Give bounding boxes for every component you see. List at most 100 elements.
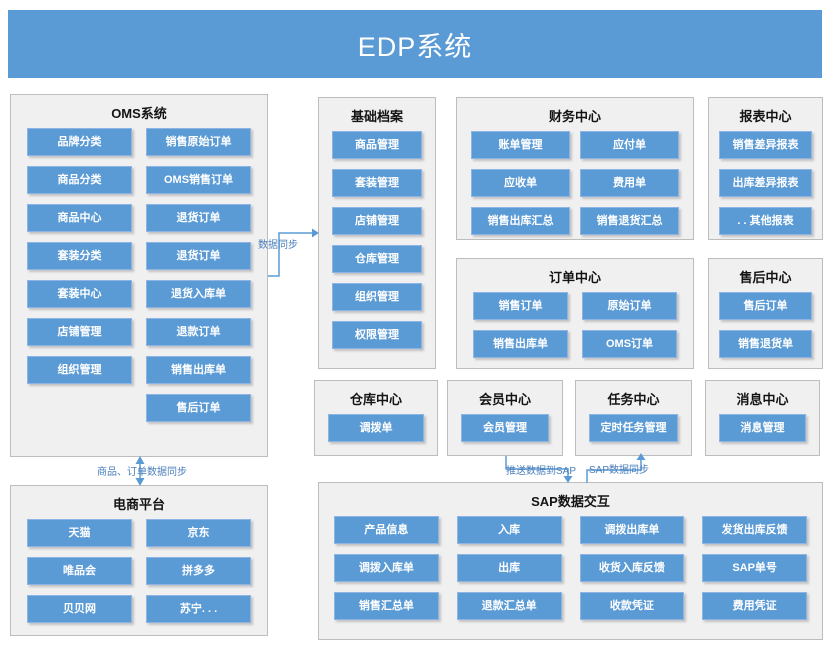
task-scheduled-task-mgmt-button[interactable]: 定时任务管理 bbox=[589, 414, 678, 442]
connector-label-push-to-sap: 推送数据到SAP bbox=[506, 466, 577, 477]
finance-receivable-button[interactable]: 应收单 bbox=[471, 169, 570, 197]
oms-sales-outbound-button[interactable]: 销售出库单 bbox=[146, 356, 251, 384]
finance-center-panel: 财务中心 账单管理 应收单 销售出库汇总 应付单 费用单 销售退货汇总 bbox=[456, 97, 694, 240]
message-mgmt-button[interactable]: 消息管理 bbox=[719, 414, 806, 442]
message-column: 消息管理 bbox=[719, 414, 806, 442]
basic-archives-panel: 基础档案 商品管理 套装管理 店铺管理 仓库管理 组织管理 权限管理 bbox=[318, 97, 436, 369]
aftersale-order-button[interactable]: 售后订单 bbox=[719, 292, 812, 320]
order-center-title: 订单中心 bbox=[548, 270, 601, 285]
oms-original-sales-order-button[interactable]: 销售原始订单 bbox=[146, 128, 251, 156]
oms-columns: 品牌分类 商品分类 商品中心 套装分类 套装中心 店铺管理 组织管理 销售原始订… bbox=[11, 128, 267, 422]
finance-bill-mgmt-button[interactable]: 账单管理 bbox=[471, 131, 570, 159]
sap-transfer-outbound-button[interactable]: 调拨出库单 bbox=[579, 516, 685, 544]
basic-column: 商品管理 套装管理 店铺管理 仓库管理 组织管理 权限管理 bbox=[332, 131, 422, 349]
report-sales-diff-button[interactable]: 销售差异报表 bbox=[719, 131, 812, 159]
report-other-reports-button[interactable]: . . 其他报表 bbox=[719, 207, 812, 235]
sap-outbound-button[interactable]: 出库 bbox=[456, 554, 562, 582]
warehouse-column: 调拨单 bbox=[328, 414, 424, 442]
oms-return-order-button-1[interactable]: 退货订单 bbox=[146, 204, 251, 232]
finance-center-title: 财务中心 bbox=[548, 109, 601, 124]
finance-payable-button[interactable]: 应付单 bbox=[580, 131, 679, 159]
sap-expense-voucher-button[interactable]: 费用凭证 bbox=[702, 592, 807, 620]
finance-columns: 账单管理 应收单 销售出库汇总 应付单 费用单 销售退货汇总 bbox=[457, 131, 693, 235]
oms-system-panel: OMS系统 品牌分类 商品分类 商品中心 套装分类 套装中心 店铺管理 组织管理… bbox=[10, 94, 268, 457]
oms-sales-order-button[interactable]: OMS销售订单 bbox=[146, 166, 251, 194]
order-original-order-button[interactable]: 原始订单 bbox=[582, 292, 677, 320]
warehouse-center-panel: 仓库中心 调拨单 bbox=[314, 380, 438, 456]
sap-sales-summary-button[interactable]: 销售汇总单 bbox=[334, 592, 439, 620]
finance-sales-return-summary-button[interactable]: 销售退货汇总 bbox=[580, 207, 679, 235]
finance-sales-outbound-summary-button[interactable]: 销售出库汇总 bbox=[471, 207, 570, 235]
basic-archives-title: 基础档案 bbox=[350, 109, 403, 124]
oms-product-category-button[interactable]: 商品分类 bbox=[27, 166, 132, 194]
oms-refund-order-button[interactable]: 退款订单 bbox=[146, 318, 251, 346]
sap-refund-summary-button[interactable]: 退款汇总单 bbox=[456, 592, 562, 620]
ecommerce-column-left: 天猫 唯品会 贝贝网 bbox=[27, 519, 132, 623]
sap-inbound-button[interactable]: 入库 bbox=[456, 516, 562, 544]
ecommerce-platform-panel: 电商平台 天猫 唯品会 贝贝网 京东 拼多多 苏宁. . . bbox=[10, 485, 268, 636]
report-outbound-diff-button[interactable]: 出库差异报表 bbox=[719, 169, 812, 197]
order-oms-order-button[interactable]: OMS订单 bbox=[582, 330, 677, 358]
order-columns: 销售订单 销售出库单 原始订单 OMS订单 bbox=[457, 292, 693, 358]
oms-bundle-center-button[interactable]: 套装中心 bbox=[27, 280, 132, 308]
report-center-title: 报表中心 bbox=[739, 109, 792, 124]
basic-columns: 商品管理 套装管理 店铺管理 仓库管理 组织管理 权限管理 bbox=[319, 131, 435, 349]
basic-product-mgmt-button[interactable]: 商品管理 bbox=[332, 131, 422, 159]
warehouse-columns: 调拨单 bbox=[315, 414, 437, 442]
connector-label-product-order-sync: 商品、订单数据同步 bbox=[97, 467, 187, 478]
ecommerce-beibei-button[interactable]: 贝贝网 bbox=[27, 595, 132, 623]
aftersale-sales-return-button[interactable]: 销售退货单 bbox=[719, 330, 812, 358]
sap-number-button[interactable]: SAP单号 bbox=[702, 554, 807, 582]
oms-system-title: OMS系统 bbox=[111, 106, 167, 121]
warehouse-center-title: 仓库中心 bbox=[349, 392, 402, 407]
basic-bundle-mgmt-button[interactable]: 套装管理 bbox=[332, 169, 422, 197]
ecommerce-platform-title: 电商平台 bbox=[112, 497, 165, 512]
aftersale-center-title: 售后中心 bbox=[739, 270, 792, 285]
ecommerce-pinduoduo-button[interactable]: 拼多多 bbox=[146, 557, 251, 585]
basic-warehouse-mgmt-button[interactable]: 仓库管理 bbox=[332, 245, 422, 273]
order-sales-outbound-button[interactable]: 销售出库单 bbox=[473, 330, 568, 358]
ecommerce-suning-button[interactable]: 苏宁. . . bbox=[146, 595, 251, 623]
member-column: 会员管理 bbox=[461, 414, 549, 442]
basic-permission-mgmt-button[interactable]: 权限管理 bbox=[332, 321, 422, 349]
task-center-panel: 任务中心 定时任务管理 bbox=[575, 380, 692, 456]
member-columns: 会员管理 bbox=[448, 414, 562, 442]
finance-column-left: 账单管理 应收单 销售出库汇总 bbox=[471, 131, 570, 235]
member-center-panel: 会员中心 会员管理 bbox=[447, 380, 563, 456]
warehouse-transfer-order-button[interactable]: 调拨单 bbox=[328, 414, 424, 442]
sap-payment-voucher-button[interactable]: 收款凭证 bbox=[579, 592, 685, 620]
banner: EDP系统 bbox=[8, 10, 822, 78]
oms-return-inbound-button[interactable]: 退货入库单 bbox=[146, 280, 251, 308]
order-center-panel: 订单中心 销售订单 销售出库单 原始订单 OMS订单 bbox=[456, 258, 694, 369]
ecommerce-tmall-button[interactable]: 天猫 bbox=[27, 519, 132, 547]
order-sales-order-button[interactable]: 销售订单 bbox=[473, 292, 568, 320]
oms-bundle-category-button[interactable]: 套装分类 bbox=[27, 242, 132, 270]
oms-org-management-button[interactable]: 组织管理 bbox=[27, 356, 132, 384]
member-mgmt-button[interactable]: 会员管理 bbox=[461, 414, 549, 442]
order-column-right: 原始订单 OMS订单 bbox=[582, 292, 677, 358]
oms-product-center-button[interactable]: 商品中心 bbox=[27, 204, 132, 232]
sap-columns: 产品信息 调拨入库单 销售汇总单 入库 出库 退款汇总单 调拨出库单 收货入库反… bbox=[319, 516, 822, 620]
aftersale-columns: 售后订单 销售退货单 bbox=[709, 292, 822, 358]
oms-aftersale-order-button[interactable]: 售后订单 bbox=[146, 394, 251, 422]
sap-data-exchange-title: SAP数据交互 bbox=[531, 494, 610, 509]
oms-return-order-button-2[interactable]: 退货订单 bbox=[146, 242, 251, 270]
finance-expense-button[interactable]: 费用单 bbox=[580, 169, 679, 197]
ecommerce-vipshop-button[interactable]: 唯品会 bbox=[27, 557, 132, 585]
task-column: 定时任务管理 bbox=[589, 414, 678, 442]
member-center-title: 会员中心 bbox=[478, 392, 531, 407]
ecommerce-columns: 天猫 唯品会 贝贝网 京东 拼多多 苏宁. . . bbox=[11, 519, 267, 623]
oms-shop-management-button[interactable]: 店铺管理 bbox=[27, 318, 132, 346]
basic-shop-mgmt-button[interactable]: 店铺管理 bbox=[332, 207, 422, 235]
sap-delivery-outbound-feedback-button[interactable]: 发货出库反馈 bbox=[702, 516, 807, 544]
ecommerce-jd-button[interactable]: 京东 bbox=[146, 519, 251, 547]
oms-brand-category-button[interactable]: 品牌分类 bbox=[27, 128, 132, 156]
oms-column-left: 品牌分类 商品分类 商品中心 套装分类 套装中心 店铺管理 组织管理 bbox=[27, 128, 132, 422]
sap-product-info-button[interactable]: 产品信息 bbox=[334, 516, 439, 544]
message-center-title: 消息中心 bbox=[736, 392, 789, 407]
sap-transfer-inbound-button[interactable]: 调拨入库单 bbox=[334, 554, 439, 582]
basic-org-mgmt-button[interactable]: 组织管理 bbox=[332, 283, 422, 311]
sap-column-4: 发货出库反馈 SAP单号 费用凭证 bbox=[702, 516, 807, 620]
report-columns: 销售差异报表 出库差异报表 . . 其他报表 bbox=[709, 131, 822, 235]
sap-receipt-inbound-feedback-button[interactable]: 收货入库反馈 bbox=[579, 554, 685, 582]
